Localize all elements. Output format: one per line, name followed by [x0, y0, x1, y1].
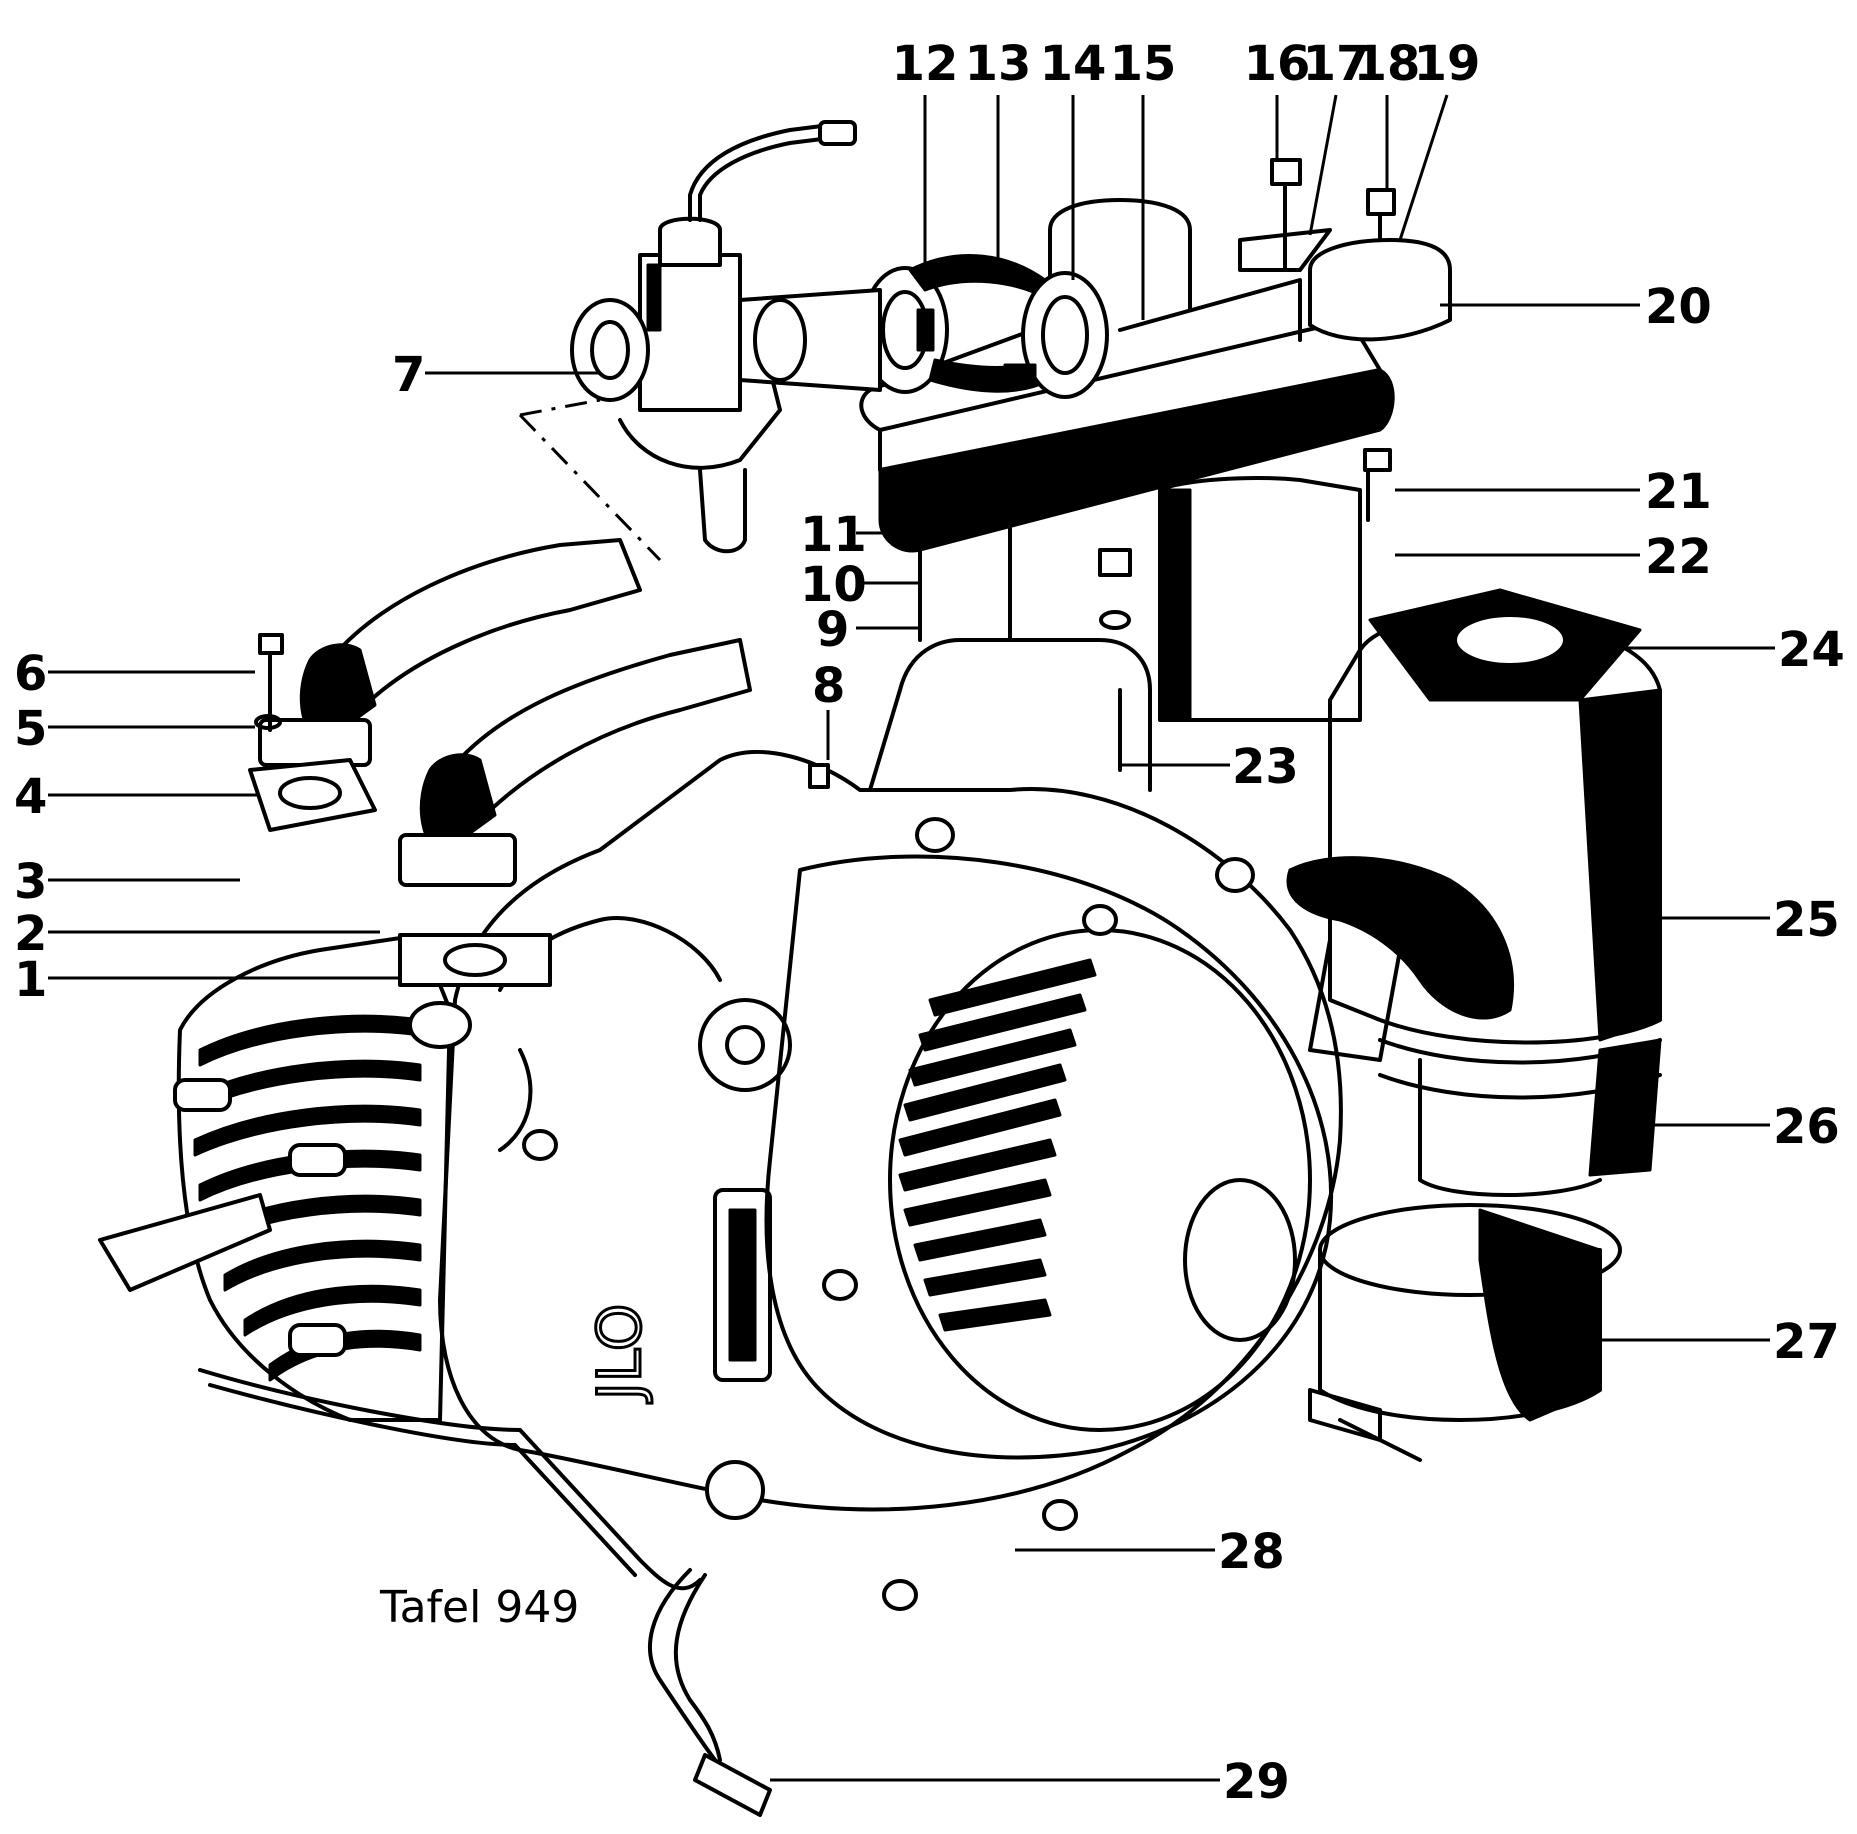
- callout-21: 21: [1645, 464, 1712, 520]
- callout-7: 7: [392, 347, 425, 403]
- choke-cable: [648, 1568, 772, 1817]
- spark-plug-lead: [98, 1193, 702, 1591]
- callout-13: 13: [965, 36, 1032, 92]
- jlo-marking: JLO: [585, 1304, 655, 1404]
- bolt-and-washer: [254, 633, 284, 732]
- exhaust-pipe-lower: [398, 638, 752, 987]
- callout-4: 4: [14, 769, 47, 825]
- callout-17: 17: [1303, 36, 1370, 92]
- callout-12: 12: [892, 36, 959, 92]
- callout-2: 2: [14, 906, 47, 962]
- intake-hose: [861, 254, 1109, 399]
- engine-illustration: JLO: [98, 120, 1662, 1817]
- crankcase: JLO: [438, 750, 1343, 1512]
- callout-1: 1: [14, 952, 47, 1008]
- carburettor: [570, 120, 882, 554]
- callout-15: 15: [1110, 36, 1177, 92]
- callout-10: 10: [800, 557, 867, 613]
- callout-9: 9: [816, 602, 849, 658]
- callout-23: 23: [1232, 739, 1299, 795]
- air-filter: [1286, 588, 1662, 1062]
- callout-6: 6: [14, 646, 47, 702]
- filter-clamp: [1378, 1038, 1662, 1197]
- callout-22: 22: [1645, 529, 1712, 585]
- callout-11: 11: [800, 507, 867, 563]
- crankcase-bolts: [522, 817, 1255, 1611]
- callout-28: 28: [1218, 1524, 1285, 1580]
- callout-5: 5: [14, 701, 47, 757]
- callout-labels: 1 2 3 4 5 6 7 8 9 10 11 12 13 14 15 16 1…: [14, 36, 1845, 1810]
- plate-label: Tafel 949: [379, 1582, 579, 1633]
- fan-housing: [764, 854, 1334, 1460]
- callout-3: 3: [14, 854, 47, 910]
- callout-14: 14: [1040, 36, 1107, 92]
- callout-27: 27: [1773, 1314, 1840, 1370]
- filter-bracket: [1158, 476, 1362, 722]
- leader-lines: [48, 94, 1775, 1782]
- callout-25: 25: [1773, 892, 1840, 948]
- mounting-hardware: [808, 158, 1452, 789]
- exhaust-pipe-upper: [248, 538, 642, 832]
- callout-18: 18: [1354, 36, 1421, 92]
- band-clamp: [1308, 1203, 1622, 1462]
- callout-29: 29: [1223, 1754, 1290, 1810]
- callout-19: 19: [1414, 36, 1481, 92]
- callout-20: 20: [1645, 279, 1712, 335]
- fan-fins: [898, 958, 1097, 1332]
- cylinder-head: [173, 933, 472, 1422]
- callout-26: 26: [1773, 1099, 1840, 1155]
- intake-duct: [859, 198, 1395, 553]
- callout-16: 16: [1244, 36, 1311, 92]
- callout-24: 24: [1778, 622, 1845, 678]
- alignment-lines: [518, 398, 662, 562]
- callout-8: 8: [812, 658, 845, 714]
